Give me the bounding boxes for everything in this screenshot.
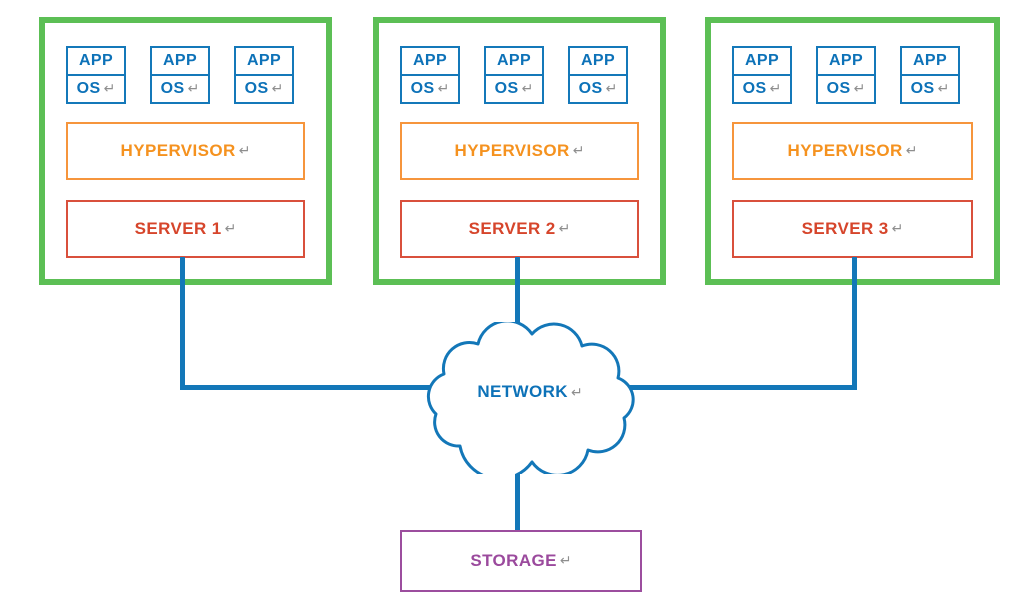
- vm-app-label: APP: [246, 52, 282, 69]
- server-group-3[interactable]: APP OS↵ APP OS↵ APP OS↵ HYPERVISOR↵ SERV…: [705, 17, 1000, 285]
- return-mark: ↵: [769, 81, 782, 97]
- server-group-1[interactable]: APP OS↵ APP OS↵ APP OS↵ HYPERVISOR↵ SERV…: [39, 17, 332, 285]
- return-mark: ↵: [271, 81, 284, 97]
- return-mark: ↵: [187, 81, 200, 97]
- vm-app-label: APP: [78, 52, 114, 69]
- connector-server3-vertical[interactable]: [852, 257, 857, 388]
- vm-app-label: APP: [828, 52, 864, 69]
- connector-left-horizontal[interactable]: [180, 385, 452, 390]
- vm-app-label: APP: [580, 52, 616, 69]
- return-mark: ↵: [238, 143, 251, 159]
- connector-server1-vertical[interactable]: [180, 257, 185, 388]
- vm-box[interactable]: APP OS↵: [150, 46, 210, 104]
- vm-box[interactable]: APP OS↵: [400, 46, 460, 104]
- vm-row: APP OS↵ APP OS↵ APP OS↵: [66, 46, 305, 104]
- server-label: SERVER 2: [468, 219, 556, 238]
- vm-box[interactable]: APP OS↵: [234, 46, 294, 104]
- vm-box[interactable]: APP OS↵: [732, 46, 792, 104]
- hypervisor-label: HYPERVISOR: [454, 141, 570, 160]
- return-mark: ↵: [937, 81, 950, 97]
- vm-app-label: APP: [744, 52, 780, 69]
- server-box[interactable]: SERVER 1↵: [66, 200, 305, 258]
- vm-os-label: OS: [578, 80, 603, 97]
- return-mark: ↵: [572, 143, 585, 159]
- server-label: SERVER 1: [134, 219, 222, 238]
- return-mark: ↵: [437, 81, 450, 97]
- vm-app-label: APP: [162, 52, 198, 69]
- storage-label: STORAGE: [470, 551, 557, 570]
- vm-os-label: OS: [494, 80, 519, 97]
- hypervisor-box[interactable]: HYPERVISOR↵: [732, 122, 973, 180]
- connector-storage-vertical[interactable]: [515, 445, 520, 530]
- vm-os-label: OS: [910, 80, 935, 97]
- vm-app-label: APP: [912, 52, 948, 69]
- vm-app-label: APP: [496, 52, 532, 69]
- return-mark: ↵: [521, 81, 534, 97]
- vm-box[interactable]: APP OS↵: [66, 46, 126, 104]
- server-group-2[interactable]: APP OS↵ APP OS↵ APP OS↵ HYPERVISOR↵ SERV…: [373, 17, 666, 285]
- storage-box[interactable]: STORAGE↵: [400, 530, 642, 592]
- vm-box[interactable]: APP OS↵: [816, 46, 876, 104]
- vm-os-label: OS: [76, 80, 101, 97]
- network-label: NETWORK: [477, 381, 568, 401]
- hypervisor-label: HYPERVISOR: [120, 141, 236, 160]
- vm-os-label: OS: [160, 80, 185, 97]
- vm-box[interactable]: APP OS↵: [900, 46, 960, 104]
- server-box[interactable]: SERVER 2↵: [400, 200, 639, 258]
- return-mark: ↵: [891, 221, 904, 237]
- vm-os-label: OS: [244, 80, 269, 97]
- server-box[interactable]: SERVER 3↵: [732, 200, 973, 258]
- return-mark: ↵: [853, 81, 866, 97]
- vm-os-label: OS: [826, 80, 851, 97]
- hypervisor-box[interactable]: HYPERVISOR↵: [66, 122, 305, 180]
- vm-app-label: APP: [412, 52, 448, 69]
- return-mark: ↵: [103, 81, 116, 97]
- return-mark: ↵: [605, 81, 618, 97]
- vm-row: APP OS↵ APP OS↵ APP OS↵: [732, 46, 973, 104]
- network-cloud[interactable]: NETWORK↵: [420, 322, 640, 474]
- vm-os-label: OS: [742, 80, 767, 97]
- vm-os-label: OS: [410, 80, 435, 97]
- return-mark: ↵: [559, 553, 572, 569]
- vm-row: APP OS↵ APP OS↵ APP OS↵: [400, 46, 639, 104]
- return-mark: ↵: [558, 221, 571, 237]
- hypervisor-box[interactable]: HYPERVISOR↵: [400, 122, 639, 180]
- hypervisor-label: HYPERVISOR: [787, 141, 903, 160]
- vm-box[interactable]: APP OS↵: [484, 46, 544, 104]
- cloud-shape-icon: [426, 322, 635, 474]
- connector-server2-vertical[interactable]: [515, 257, 520, 342]
- vm-box[interactable]: APP OS↵: [568, 46, 628, 104]
- connector-right-horizontal[interactable]: [608, 385, 857, 390]
- server-label: SERVER 3: [801, 219, 889, 238]
- return-mark: ↵: [224, 221, 237, 237]
- return-mark: ↵: [570, 384, 583, 401]
- return-mark: ↵: [905, 143, 918, 159]
